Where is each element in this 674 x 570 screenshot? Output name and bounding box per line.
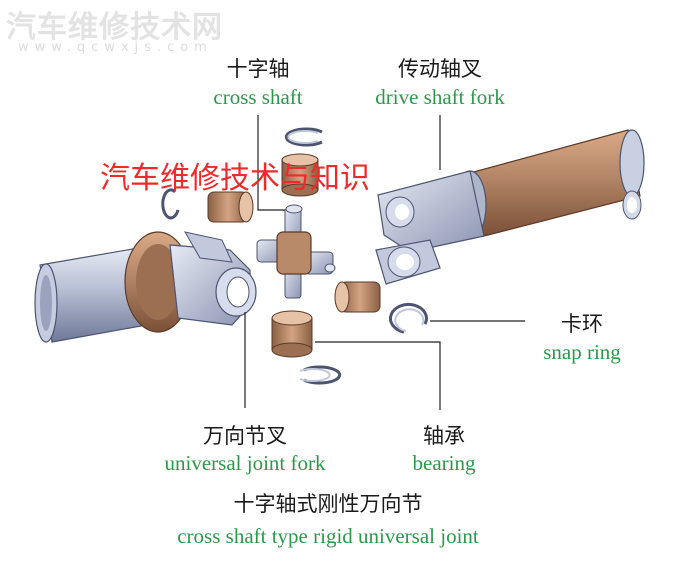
label-snap-ring-en: snap ring (543, 340, 621, 364)
label-bearing-en: bearing (412, 451, 476, 475)
leader-lines (244, 115, 525, 410)
label-universal-joint-fork-zh: 万向节叉 (203, 424, 287, 448)
cross-shaft-shape (256, 204, 336, 299)
caption-zh: 十字轴式刚性万向节 (233, 492, 423, 516)
bearing-bottom (271, 310, 313, 358)
label-snap-ring-zh: 卡环 (561, 312, 603, 336)
red-overlay-text: 汽车维修技术与知识 (100, 161, 370, 196)
label-drive-shaft-fork-en: drive shaft fork (375, 85, 505, 109)
watermark-site: 汽车维修技术网 (6, 10, 223, 45)
universal-joint-fork-shape (124, 231, 257, 333)
bearing-left (207, 191, 254, 223)
label-universal-joint-fork-en: universal joint fork (164, 451, 326, 475)
watermark-url: www.qcwxjs.com (18, 40, 213, 55)
snap-rings (161, 127, 428, 385)
caption-en: cross shaft type rigid universal joint (177, 524, 479, 548)
bearing-right (334, 281, 381, 313)
label-cross-shaft-en: cross shaft (213, 85, 303, 109)
bearing-top (281, 153, 319, 197)
drive-shaft-tube (469, 129, 645, 237)
drive-shaft-fork-shape (375, 170, 487, 285)
label-drive-shaft-fork-zh: 传动轴叉 (398, 57, 482, 81)
label-bearing-zh: 轴承 (423, 424, 465, 448)
label-cross-shaft-zh: 十字轴 (226, 57, 290, 81)
